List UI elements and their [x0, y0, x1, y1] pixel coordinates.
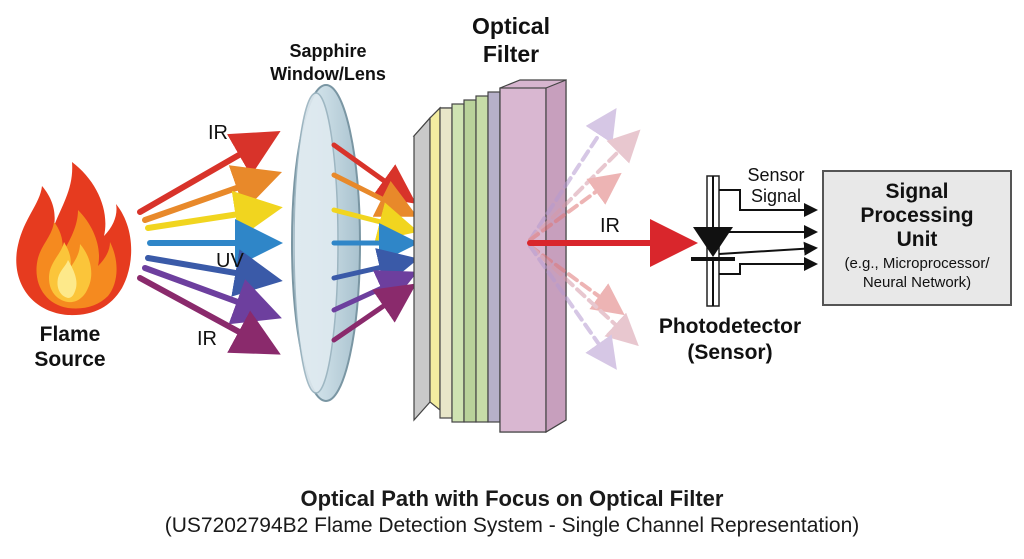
sapphire-window-label: Sapphire Window/Lens [270, 41, 386, 84]
ray-yellow [145, 190, 283, 239]
spu-title-line-1: Signal [885, 180, 949, 203]
filter-layer-2 [429, 106, 441, 412]
diagram-title: Optical Path with Focus on Optical Filte… [300, 486, 724, 511]
filter-layer-6 [487, 91, 501, 423]
flame-source-label: Flame Source [34, 323, 106, 371]
filter-layer-3 [451, 103, 465, 423]
uv-label: UV [216, 250, 244, 272]
flame-icon [16, 162, 132, 316]
photodetector-icon [691, 175, 735, 307]
ray-ir-top [137, 131, 281, 215]
sensor-signal-label: Sensor Signal [747, 165, 805, 206]
filter-layer-1 [413, 116, 431, 422]
sapphire-lens [291, 84, 361, 402]
sensor-signal-lines [718, 189, 818, 275]
ray-blue [145, 249, 283, 297]
ray-ir-bottom [137, 275, 281, 355]
incoming-rays [137, 131, 283, 355]
ray-orange [142, 165, 282, 223]
signal-processing-unit-box: Signal Processing Unit (e.g., Microproce… [822, 170, 1012, 306]
filter-layer-4 [463, 99, 477, 423]
ir-out-label: IR [600, 215, 620, 237]
photodetector-label: Photodetector (Sensor) [658, 315, 802, 364]
spu-title-line-3: Unit [896, 228, 938, 251]
ray-purple [142, 265, 282, 325]
filter-layer-5 [475, 95, 489, 423]
converging-rays [331, 142, 419, 343]
spu-sub-line-1: (e.g., Microprocessor/ [844, 255, 990, 272]
diagram-subtitle: (US7202794B2 Flame Detection System - Si… [164, 514, 860, 537]
optical-filter-label: Optical Filter [472, 13, 550, 67]
spu-title-line-2: Processing [860, 204, 974, 227]
spu-sub-line-2: Neural Network) [862, 274, 972, 291]
ir-bottom-label: IR [197, 328, 217, 350]
reflected-rays [528, 107, 641, 370]
ir-top-label: IR [208, 122, 228, 144]
